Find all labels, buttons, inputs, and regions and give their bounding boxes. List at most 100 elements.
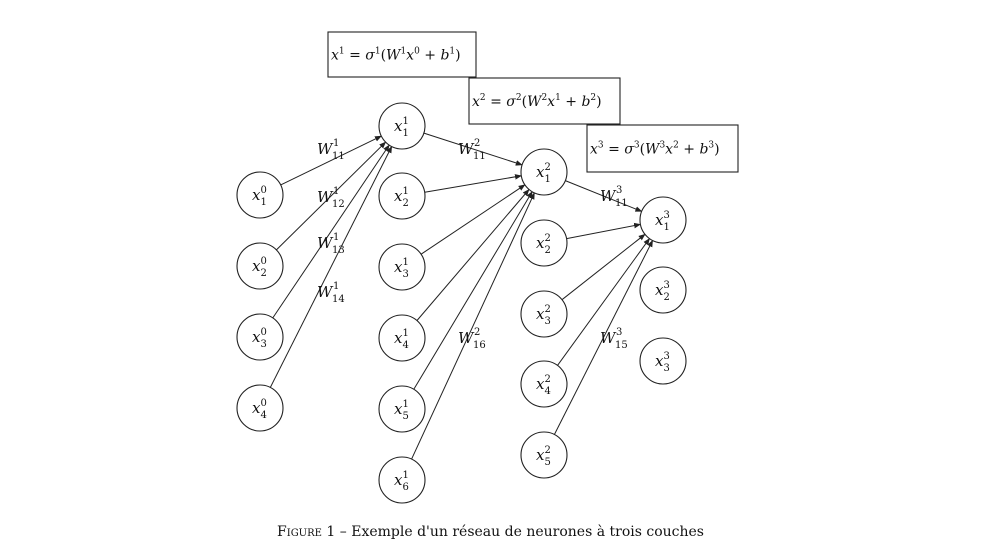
node-label-sup: 0 xyxy=(261,398,267,409)
weight-base: W xyxy=(317,188,334,206)
weight-sup: 2 xyxy=(474,138,480,149)
node-label-sub: 6 xyxy=(403,482,409,493)
node-label-sup: 1 xyxy=(403,328,409,339)
node-label-sub: 4 xyxy=(545,386,551,397)
node-label-sub: 3 xyxy=(261,339,267,350)
weight-sup: 1 xyxy=(333,232,339,243)
node-label: x xyxy=(394,400,403,418)
node-label-sup: 3 xyxy=(664,351,670,362)
weight-base: W xyxy=(317,234,334,252)
node-label-sub: 4 xyxy=(403,340,409,351)
node-label-sup: 1 xyxy=(403,116,409,127)
node-circle xyxy=(639,196,687,244)
figure-label: Figure 1 xyxy=(277,524,336,540)
node-circle xyxy=(236,242,284,290)
edge-1-1-to-2-1 xyxy=(423,132,523,166)
edge-0-2-to-1-1 xyxy=(276,141,387,251)
node-label: x xyxy=(655,211,664,229)
node-label-sup: 0 xyxy=(261,327,267,338)
equation-border xyxy=(586,124,739,173)
node-circle xyxy=(520,360,568,408)
weight-base: W xyxy=(600,187,617,205)
equation-box-eq2: x2 = σ2(W2x1 + b2) xyxy=(468,77,621,125)
edge-2-4-to-3-1 xyxy=(557,238,650,366)
node-circle xyxy=(639,337,687,385)
edge-0-4-to-1-1 xyxy=(269,145,393,388)
weight-sup: 1 xyxy=(333,138,339,149)
caption-text: Exemple d'un réseau de neurones à trois … xyxy=(351,524,704,540)
node-label-sup: 2 xyxy=(545,304,551,315)
node-label: x xyxy=(536,234,545,252)
node-label-sup: 3 xyxy=(664,210,670,221)
equation-box-eq3: x3 = σ3(W3x2 + b3) xyxy=(586,124,739,173)
node-circle xyxy=(378,385,426,433)
node-label-sub: 3 xyxy=(403,269,409,280)
equation-border xyxy=(468,77,621,125)
node-label-sub: 2 xyxy=(261,268,267,279)
node-label-sub: 3 xyxy=(664,363,670,374)
node-label: x xyxy=(252,257,261,275)
node-label-sup: 3 xyxy=(664,280,670,291)
edge-0-1-to-1-1 xyxy=(280,135,382,186)
node-circle xyxy=(520,219,568,267)
node-label-sub: 2 xyxy=(403,198,409,209)
node-circle xyxy=(520,290,568,338)
equation-text: x3 = σ3(W3x2 + b3) xyxy=(590,141,720,158)
node-label-sup: 2 xyxy=(545,374,551,385)
weight-base: W xyxy=(317,140,334,158)
figure-caption: Figure 1 – Exemple d'un réseau de neuron… xyxy=(0,524,981,540)
node-label-sup: 2 xyxy=(545,233,551,244)
node-label: x xyxy=(655,352,664,370)
edge-2-1-to-3-1 xyxy=(565,180,643,212)
equation-border xyxy=(327,31,477,78)
weight-sub: 11 xyxy=(332,151,345,162)
edge-0-3-to-1-1 xyxy=(272,144,390,319)
equation-text: x2 = σ2(W2x1 + b2) xyxy=(472,93,602,110)
node-label-sup: 1 xyxy=(403,470,409,481)
node-label: x xyxy=(536,446,545,464)
weight-sup: 1 xyxy=(333,186,339,197)
node-label-sub: 5 xyxy=(545,457,551,468)
caption-separator: – xyxy=(339,524,347,540)
node-circle xyxy=(378,314,426,362)
node-label-sub: 1 xyxy=(664,222,670,233)
node-label: x xyxy=(394,258,403,276)
weight-sub: 11 xyxy=(473,151,486,162)
edge-2-3-to-3-1 xyxy=(561,233,646,301)
node-circle xyxy=(520,148,568,196)
node-label: x xyxy=(252,328,261,346)
node-circle xyxy=(378,102,426,150)
node-label-sup: 2 xyxy=(545,445,551,456)
node-label: x xyxy=(394,471,403,489)
weight-base: W xyxy=(458,329,475,347)
edge-1-2-to-2-1 xyxy=(424,174,522,193)
node-label-sup: 1 xyxy=(403,257,409,268)
equation-box-eq1: x1 = σ1(W1x0 + b1) xyxy=(327,31,477,78)
edge-1-4-to-2-1 xyxy=(416,188,530,321)
node-circle xyxy=(378,243,426,291)
node-label: x xyxy=(536,305,545,323)
node-label-sup: 2 xyxy=(545,162,551,173)
node-circle xyxy=(236,384,284,432)
node-label-sub: 3 xyxy=(545,316,551,327)
node-circle xyxy=(378,456,426,504)
